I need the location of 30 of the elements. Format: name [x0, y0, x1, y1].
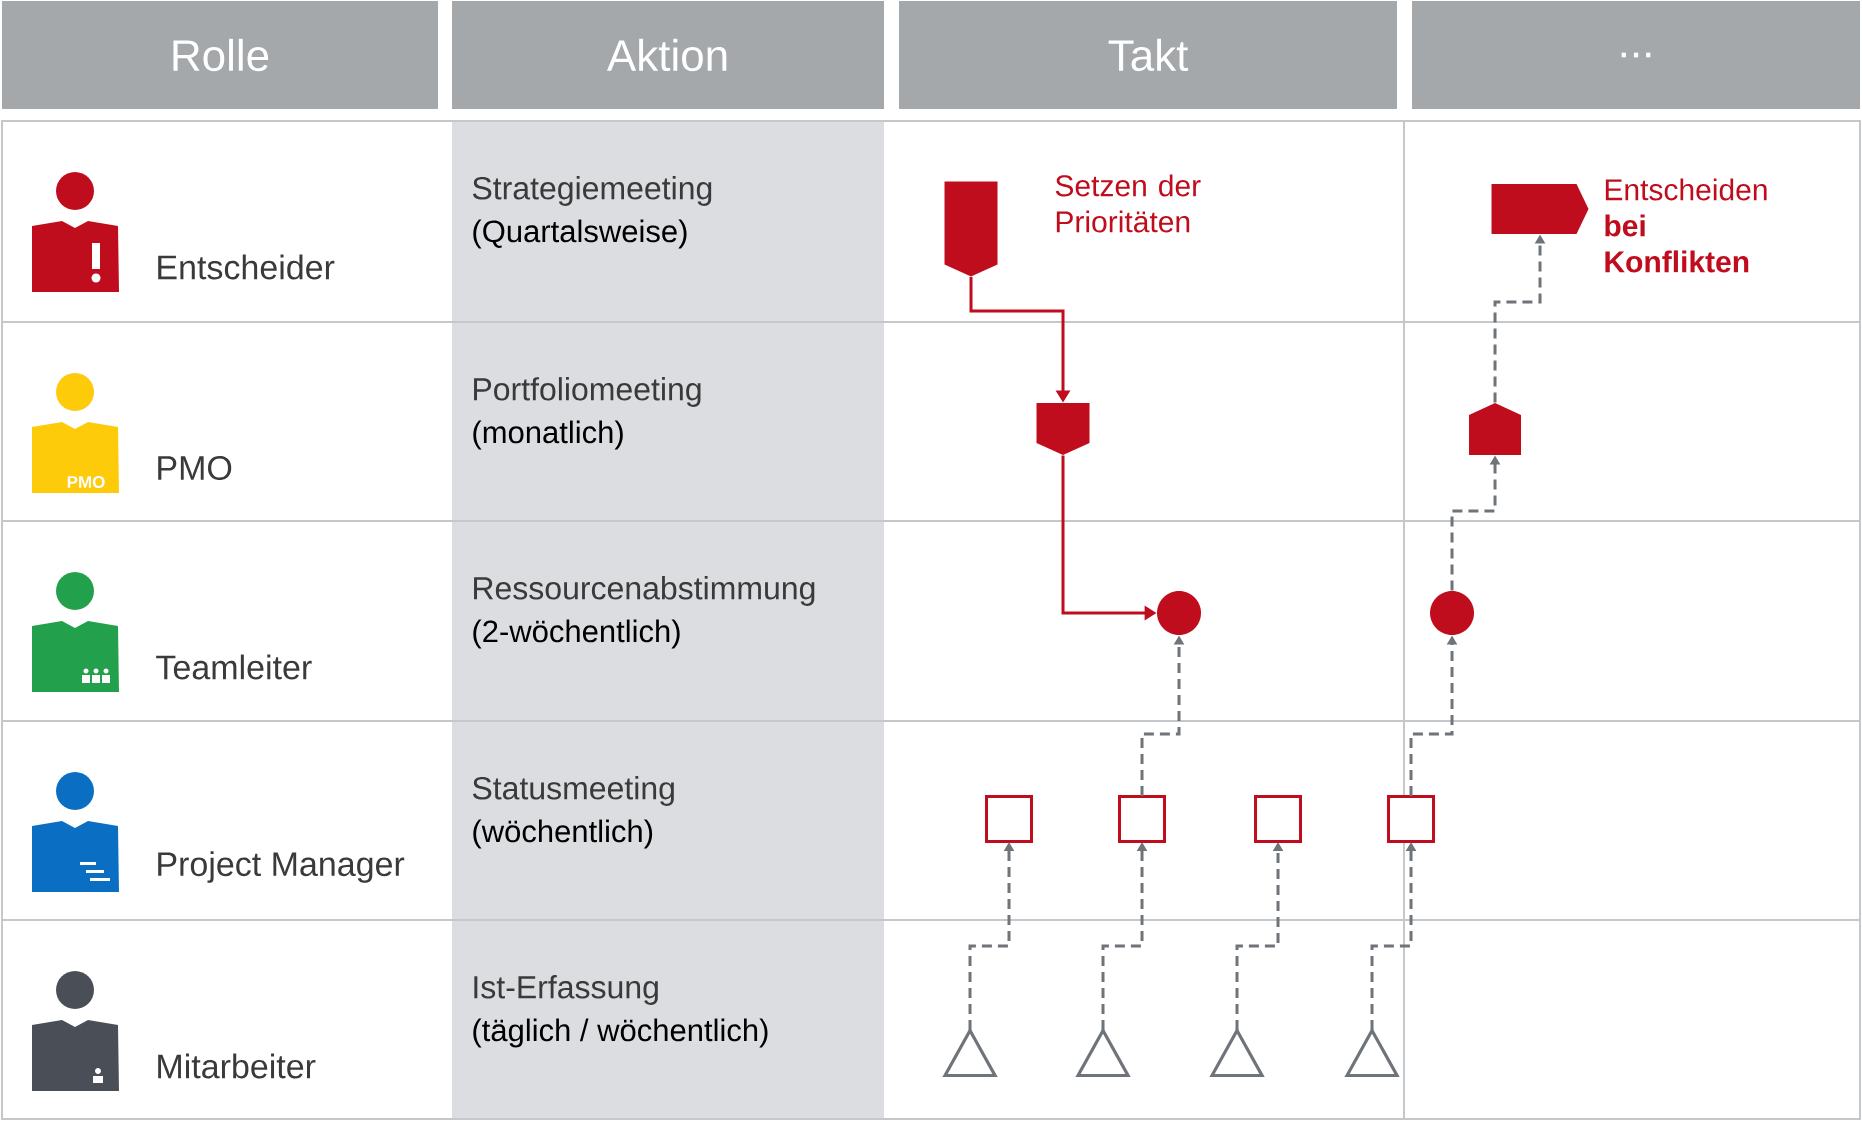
action-frequency: (monatlich)	[473, 420, 623, 450]
action-label: Ressourcenabstimmung	[474, 576, 815, 606]
action-frequency: (Quartalsweise)	[473, 219, 687, 249]
action-label: Portfoliomeeting	[474, 377, 701, 407]
action-frequency: (täglich / wöchentlich)	[473, 1018, 768, 1048]
circle-marker	[1430, 591, 1474, 635]
column-header: Takt	[899, 1, 1397, 109]
column-header: Aktion	[452, 1, 884, 109]
circle-marker	[1157, 591, 1201, 635]
square-marker	[1254, 795, 1302, 843]
node-caption: Entscheiden bei Konflikten	[1605, 178, 1767, 273]
action-frequency: (2-wöchentlich)	[473, 619, 680, 649]
square-marker	[1118, 795, 1166, 843]
role-label: Entscheider	[158, 254, 335, 280]
square-marker	[1387, 795, 1435, 843]
square-marker	[985, 795, 1033, 843]
role-label: Teamleiter	[156, 654, 312, 680]
shield-shape	[1036, 403, 1090, 455]
action-label: Strategiemeeting	[472, 176, 712, 206]
icon-label: PMO	[67, 476, 105, 488]
column-header: ...	[1412, 1, 1861, 109]
role-label: Mitarbeiter	[158, 1053, 316, 1079]
action-label: Ist-Erfassung	[474, 975, 658, 1005]
pentagon-shape	[1469, 403, 1521, 455]
column-header: Rolle	[2, 1, 438, 109]
role-label: PMO	[158, 455, 232, 481]
node-caption: Setzen der Prioritäten	[1055, 174, 1201, 233]
role-label: Project Manager	[158, 851, 405, 883]
action-frequency: (wöchentlich)	[473, 819, 653, 849]
action-label: Statusmeeting	[472, 776, 674, 806]
